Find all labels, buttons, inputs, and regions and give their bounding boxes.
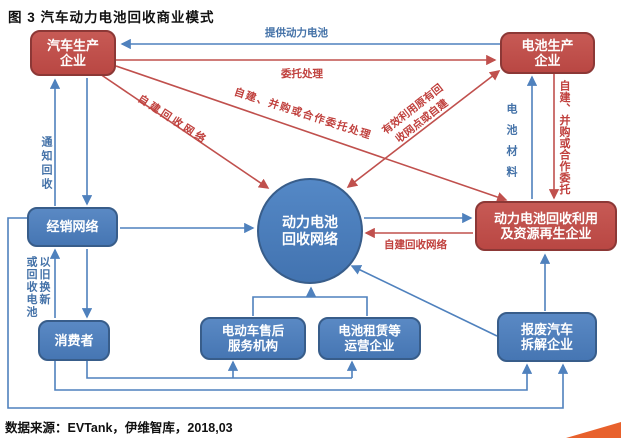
node-dealer-network: 经销网络	[27, 207, 118, 247]
node-consumer: 消费者	[38, 320, 110, 361]
node-scrap-dismantler: 报废汽车 拆解企业	[497, 312, 597, 362]
label-notify-recycle: 通知回收	[40, 136, 52, 192]
edge-dismantler-to-network	[350, 265, 498, 337]
node-recycle-network: 动力电池 回收网络	[257, 178, 363, 284]
node-aftersales-service: 电动车售后 服务机构	[200, 317, 306, 360]
edge-dealer-to-dismantler	[7, 217, 569, 409]
label-entrust-processing: 委托处理	[281, 68, 323, 80]
edge-consumer-to-service-bus	[86, 361, 352, 379]
node-auto-maker: 汽车生产 企业	[30, 30, 116, 76]
edge-automaker-selfbuild-network	[99, 73, 270, 189]
label-provide-battery: 提供动力电池	[265, 27, 328, 39]
label-selfbuild-network-recycler: 自建回收网络	[384, 239, 447, 251]
node-battery-leasing: 电池租赁等 运营企业	[318, 317, 421, 360]
label-battery-materials: 电池材料	[505, 103, 517, 187]
label-build-acquire-coop-vertical: 自建、并购或合作委托	[558, 80, 570, 195]
figure-title: 图 3 汽车动力电池回收商业模式	[8, 10, 215, 25]
edge-service-bracket	[252, 296, 368, 316]
edge-batterymaker-network-both	[346, 70, 501, 188]
node-recycler: 动力电池回收利用 及资源再生企业	[475, 201, 617, 251]
corner-logo-swoosh	[566, 422, 621, 438]
label-trade-in-or-recycle: 以旧换新 或回收电池	[25, 256, 50, 319]
edge-consumer-to-dismantler	[54, 361, 533, 391]
data-source: 数据来源：EVTank，伊维智库，2018,03	[5, 421, 233, 435]
node-battery-maker: 电池生产 企业	[500, 32, 595, 74]
